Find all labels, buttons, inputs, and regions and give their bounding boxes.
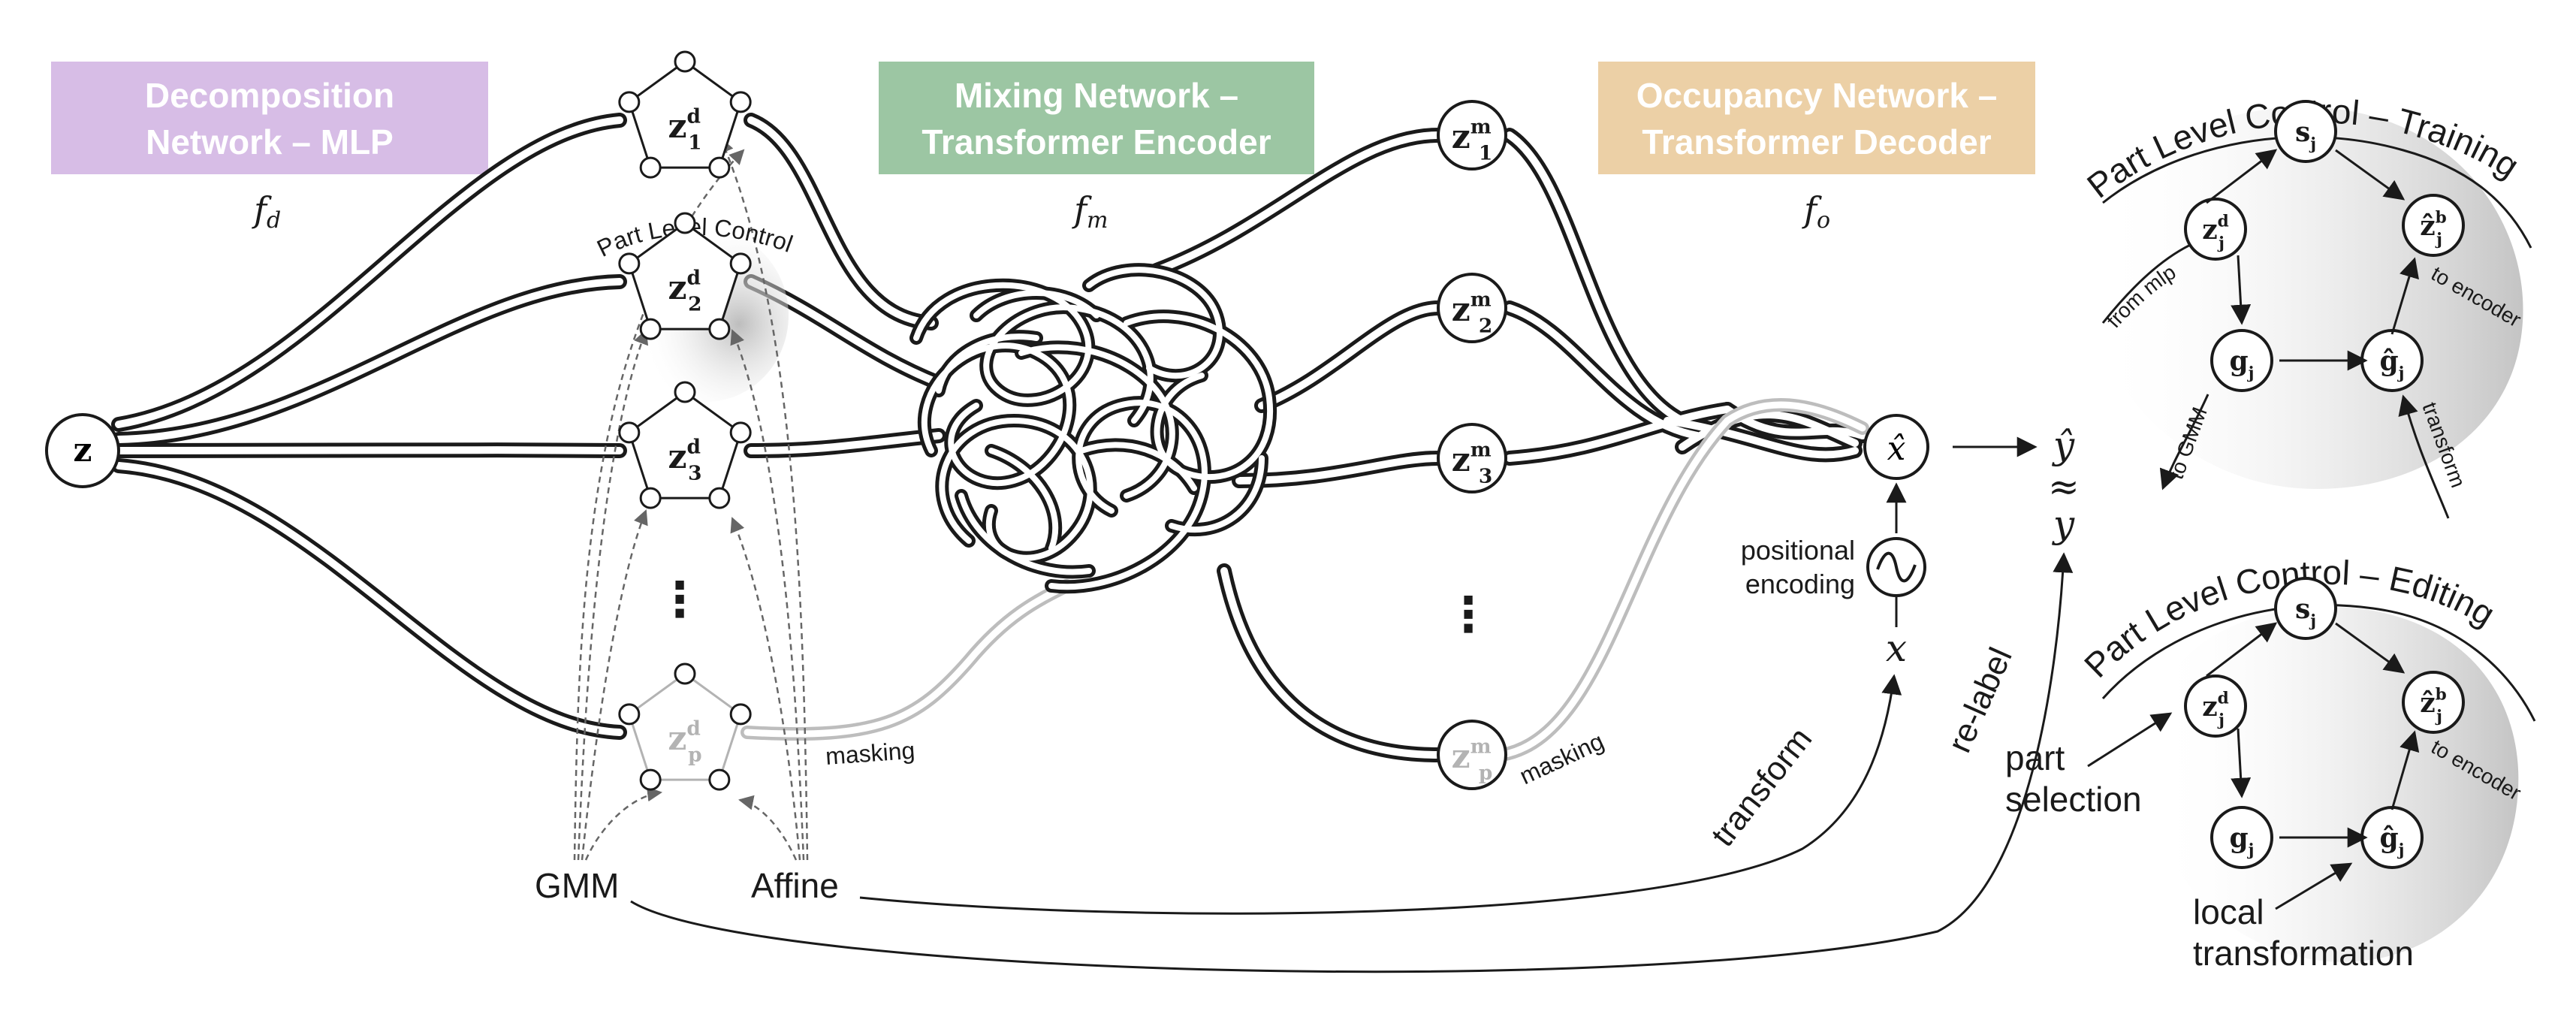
xhat-node: x̂ bbox=[1863, 414, 1929, 480]
editing-node-s: sj bbox=[2274, 577, 2337, 640]
occupancy-title-2: Transformer Decoder bbox=[1642, 122, 1991, 161]
positional-label: positional bbox=[1741, 535, 1855, 566]
training-node-s-label: sj bbox=[2295, 116, 2316, 154]
training-node-s: sj bbox=[2274, 100, 2337, 163]
transform-curve bbox=[859, 674, 1902, 915]
mixing-title-1: Mixing Network – bbox=[955, 76, 1238, 115]
y-label: y bbox=[2052, 502, 2075, 546]
occupancy-header: Occupancy Network – Transformer Decoder … bbox=[1598, 62, 2035, 234]
svg-text:z: z bbox=[74, 431, 92, 469]
occupancy-title-1: Occupancy Network – bbox=[1636, 76, 1998, 115]
transform-label: transform bbox=[1704, 721, 1819, 854]
z-node: z bbox=[45, 413, 120, 488]
x-label: x bbox=[1886, 626, 1907, 670]
local-label: local bbox=[2193, 892, 2264, 931]
training-panel: Part Level Control – Training from mlp z… bbox=[2080, 92, 2532, 519]
gmm-label: GMM bbox=[535, 866, 619, 905]
svg-text:x̂: x̂ bbox=[1887, 430, 1906, 468]
editing-node-ghat-label: ĝj bbox=[2380, 822, 2405, 860]
selection-label: selection bbox=[2005, 780, 2142, 819]
relabel-curve bbox=[630, 552, 2074, 973]
masking-label-left: masking bbox=[825, 737, 915, 770]
encoding-label: encoding bbox=[1745, 569, 1855, 599]
y-hat-label: ŷ bbox=[2052, 424, 2075, 467]
affine-label: Affine bbox=[751, 866, 839, 905]
decomposition-title-2: Network – MLP bbox=[146, 122, 394, 161]
mixed-ellipsis: ⋮ bbox=[1444, 587, 1492, 641]
decomp-ellipsis: ⋮ bbox=[656, 572, 704, 626]
mixing-knot bbox=[909, 263, 1277, 594]
editing-node-s-label: sj bbox=[2295, 593, 2316, 631]
training-node-ghat-label: ĝj bbox=[2380, 346, 2405, 383]
tubes-dark bbox=[111, 113, 1870, 762]
editing-node-g: gj bbox=[2210, 806, 2273, 869]
mixing-function: fm bbox=[1072, 189, 1108, 234]
transformation-label: transformation bbox=[2193, 934, 2414, 973]
approx-label: ≈ bbox=[2048, 465, 2080, 509]
occupancy-function: fo bbox=[1802, 189, 1830, 234]
decomposition-function: fd bbox=[252, 189, 281, 234]
masking-tubes bbox=[741, 398, 1869, 762]
editing-node-ghat: ĝj bbox=[2360, 806, 2424, 869]
mixing-title-2: Transformer Encoder bbox=[922, 122, 1271, 161]
training-node-ghat: ĝj bbox=[2360, 329, 2424, 392]
training-node-g-label: gj bbox=[2230, 346, 2255, 383]
decomposition-title-1: Decomposition bbox=[145, 76, 394, 115]
decomposition-header: Decomposition Network – MLP fd bbox=[51, 62, 488, 234]
mixing-header: Mixing Network – Transformer Encoder fm bbox=[879, 62, 1314, 234]
editing-node-g-label: gj bbox=[2230, 822, 2255, 860]
part-label: part bbox=[2005, 738, 2065, 777]
training-node-g: gj bbox=[2210, 329, 2273, 392]
masking-label-right: masking bbox=[1516, 727, 1608, 789]
positional-encoding-icon bbox=[1866, 537, 1926, 597]
